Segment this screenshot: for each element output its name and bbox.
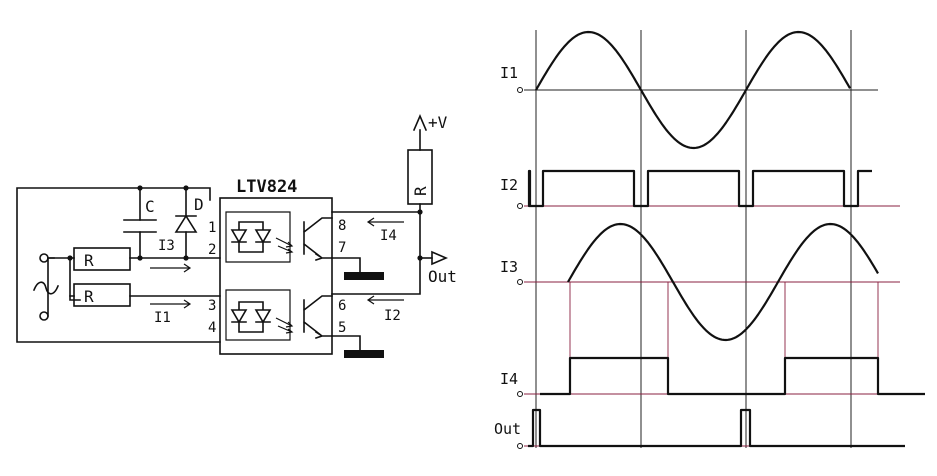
ground-top-icon: [344, 272, 384, 280]
waveform-i3: [567, 222, 879, 342]
wire-outer-loop: [16, 187, 221, 343]
light-arrows-bottom: [275, 317, 294, 334]
arrow-i3: [150, 263, 192, 273]
wire-ac-top: [47, 257, 81, 301]
pin-7: 7: [338, 240, 346, 256]
junction-dot-5: [183, 255, 189, 261]
waveform-i4: [540, 356, 925, 396]
ic-internal-top: [225, 211, 291, 263]
pin-5: 5: [338, 320, 346, 336]
baseline-terminal-5: [517, 443, 523, 449]
capacitor-plates: [123, 219, 157, 233]
signal-label-out: Out: [494, 420, 521, 438]
pin-8: 8: [338, 218, 346, 234]
ac-source-icon: [32, 281, 60, 295]
phototransistor-top-icon: [302, 217, 333, 262]
resistor-bottom: [73, 283, 131, 307]
timing-grid: [517, 30, 925, 449]
schematic: R R C D I3 I1 LTV824: [16, 113, 457, 358]
led-bottom-icon: [230, 301, 272, 333]
timing-diagram: I1 I2 I3 I4 Out: [494, 30, 925, 449]
waveform-i1: [535, 30, 851, 150]
ic-label: LTV824: [236, 177, 297, 197]
ac-terminal-top: [39, 253, 49, 263]
current-label-i4: I4: [380, 228, 397, 244]
supply-arrow-icon: [412, 113, 428, 132]
led-top-icon: [230, 221, 272, 253]
ac-terminal-bottom: [39, 311, 49, 321]
resistor-top: [73, 247, 131, 271]
signal-label-i1: I1: [500, 64, 518, 82]
resistor-pullup-label: R: [411, 186, 430, 196]
wire-pin8: [331, 203, 421, 213]
output-arrow-icon: [431, 250, 449, 266]
pin-6: 6: [338, 298, 346, 314]
current-label-i2: I2: [384, 308, 401, 324]
wire-ac-bottom: [47, 257, 55, 317]
timing-signals: [527, 30, 925, 448]
signal-label-i3: I3: [500, 258, 518, 276]
pin-4: 4: [208, 320, 216, 336]
wire-gnd-top: [331, 257, 361, 273]
pin-1: 1: [208, 220, 216, 236]
ground-bottom-icon: [344, 350, 384, 358]
arrow-i2: [366, 295, 404, 305]
wire-gnd-bottom: [331, 335, 361, 351]
diode-icon: [174, 214, 198, 233]
resistor-top-label: R: [84, 251, 94, 270]
supply-label: +V: [428, 113, 448, 132]
light-arrows-top: [275, 237, 294, 254]
timing-signal-labels: I1 I2 I3 I4 Out: [494, 64, 521, 438]
wire-out-bus: [331, 211, 421, 295]
current-label-i1: I1: [154, 310, 171, 326]
signal-label-i4: I4: [500, 370, 518, 388]
pin-2: 2: [208, 242, 216, 258]
arrow-i4: [366, 217, 404, 227]
current-label-i3: I3: [158, 238, 175, 254]
ic-package: [219, 197, 333, 355]
baseline-terminal-2: [517, 203, 523, 209]
output-label: Out: [428, 267, 457, 286]
signal-label-i2: I2: [500, 176, 518, 194]
waveform-i2: [527, 169, 872, 208]
junction-dot-4: [183, 185, 189, 191]
resistor-bottom-label: R: [84, 287, 94, 306]
capacitor-label: C: [145, 197, 155, 216]
baseline-terminal-3: [517, 279, 523, 285]
diode-label: D: [194, 195, 204, 214]
arrow-i1: [150, 299, 192, 309]
baseline-terminal-1: [517, 87, 523, 93]
waveform-out: [528, 408, 905, 448]
pin-3: 3: [208, 298, 216, 314]
phototransistor-bottom-icon: [302, 295, 333, 340]
ic-internal-bottom: [225, 289, 291, 341]
baseline-terminal-4: [517, 391, 523, 397]
junction-dot-3: [137, 185, 143, 191]
